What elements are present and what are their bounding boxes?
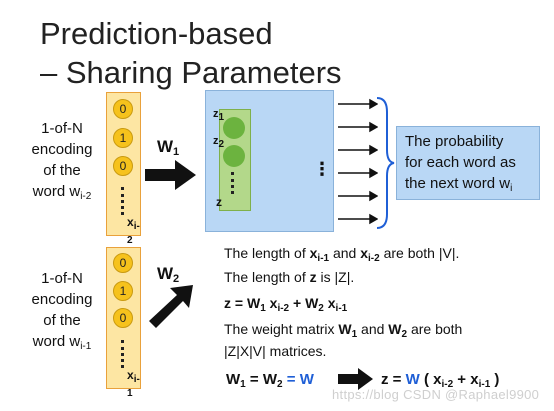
- bit-node: 0: [113, 99, 133, 119]
- vertical-dots: [121, 187, 128, 215]
- z1-label: z1: [213, 108, 225, 123]
- slide-title-line2: – Sharing Parameters: [40, 55, 342, 90]
- note-line-6b: z = W ( xi-2 + xi-1 ): [381, 371, 500, 390]
- bottom-encoding-label: 1-of-N encoding of the word wi-1: [31, 270, 93, 352]
- slide-title-line1: Prediction-based: [40, 16, 273, 51]
- bottom-input-vector: 0 1 0 xi-1: [106, 247, 141, 399]
- z-vector-box: [219, 109, 251, 211]
- z-node: [223, 145, 245, 167]
- hidden-layer-box: z1 z2 z ⋮: [205, 90, 334, 232]
- top-x-label: xi-2: [127, 215, 140, 246]
- top-encoding-label: 1-of-N encoding of the word wi-2: [31, 120, 93, 202]
- vertical-dots: [121, 340, 128, 368]
- z2-label: z2: [213, 135, 225, 150]
- bit-node: 0: [113, 156, 133, 176]
- z-label: z: [216, 195, 222, 209]
- probability-line: The probability: [405, 133, 504, 150]
- weight-label-w2: W2: [157, 264, 180, 285]
- output-dots: ⋮: [313, 159, 331, 179]
- watermark: https://blog CSDN @Raphael9900: [332, 387, 540, 402]
- note-line-2: The length of z is |Z|.: [224, 269, 355, 285]
- probability-box: The probability for each word as the nex…: [396, 126, 540, 200]
- note-line-1: The length of xi-1 and xi-2 are both |V|…: [224, 245, 460, 264]
- note-line-6a: W1 = W2 = W: [226, 371, 314, 390]
- note-line-5: |Z|X|V| matrices.: [224, 343, 327, 359]
- z-node: [223, 117, 245, 139]
- top-input-vector: 0 1 0 xi-2: [106, 92, 141, 246]
- right-brace-icon: [376, 97, 395, 229]
- probability-line: the next word wi: [405, 175, 513, 194]
- vertical-dots: [231, 172, 238, 194]
- diagonal-arrow-icon: [149, 285, 193, 328]
- right-arrow-icon: [145, 160, 196, 190]
- bottom-x-label: xi-1: [127, 368, 140, 399]
- note-line-4: The weight matrix W1 and W2 are both: [224, 321, 463, 340]
- weight-label-w1: W1: [157, 137, 180, 158]
- probability-line: for each word as: [405, 154, 516, 171]
- bit-node: 0: [113, 308, 133, 328]
- bit-node: 0: [113, 253, 133, 273]
- bit-node: 1: [113, 281, 133, 301]
- output-arrows: [338, 98, 378, 225]
- note-line-3: z = W1 xi-2 + W2 xi-1: [224, 295, 348, 314]
- right-arrow-icon: [338, 368, 373, 390]
- bit-node: 1: [113, 128, 133, 148]
